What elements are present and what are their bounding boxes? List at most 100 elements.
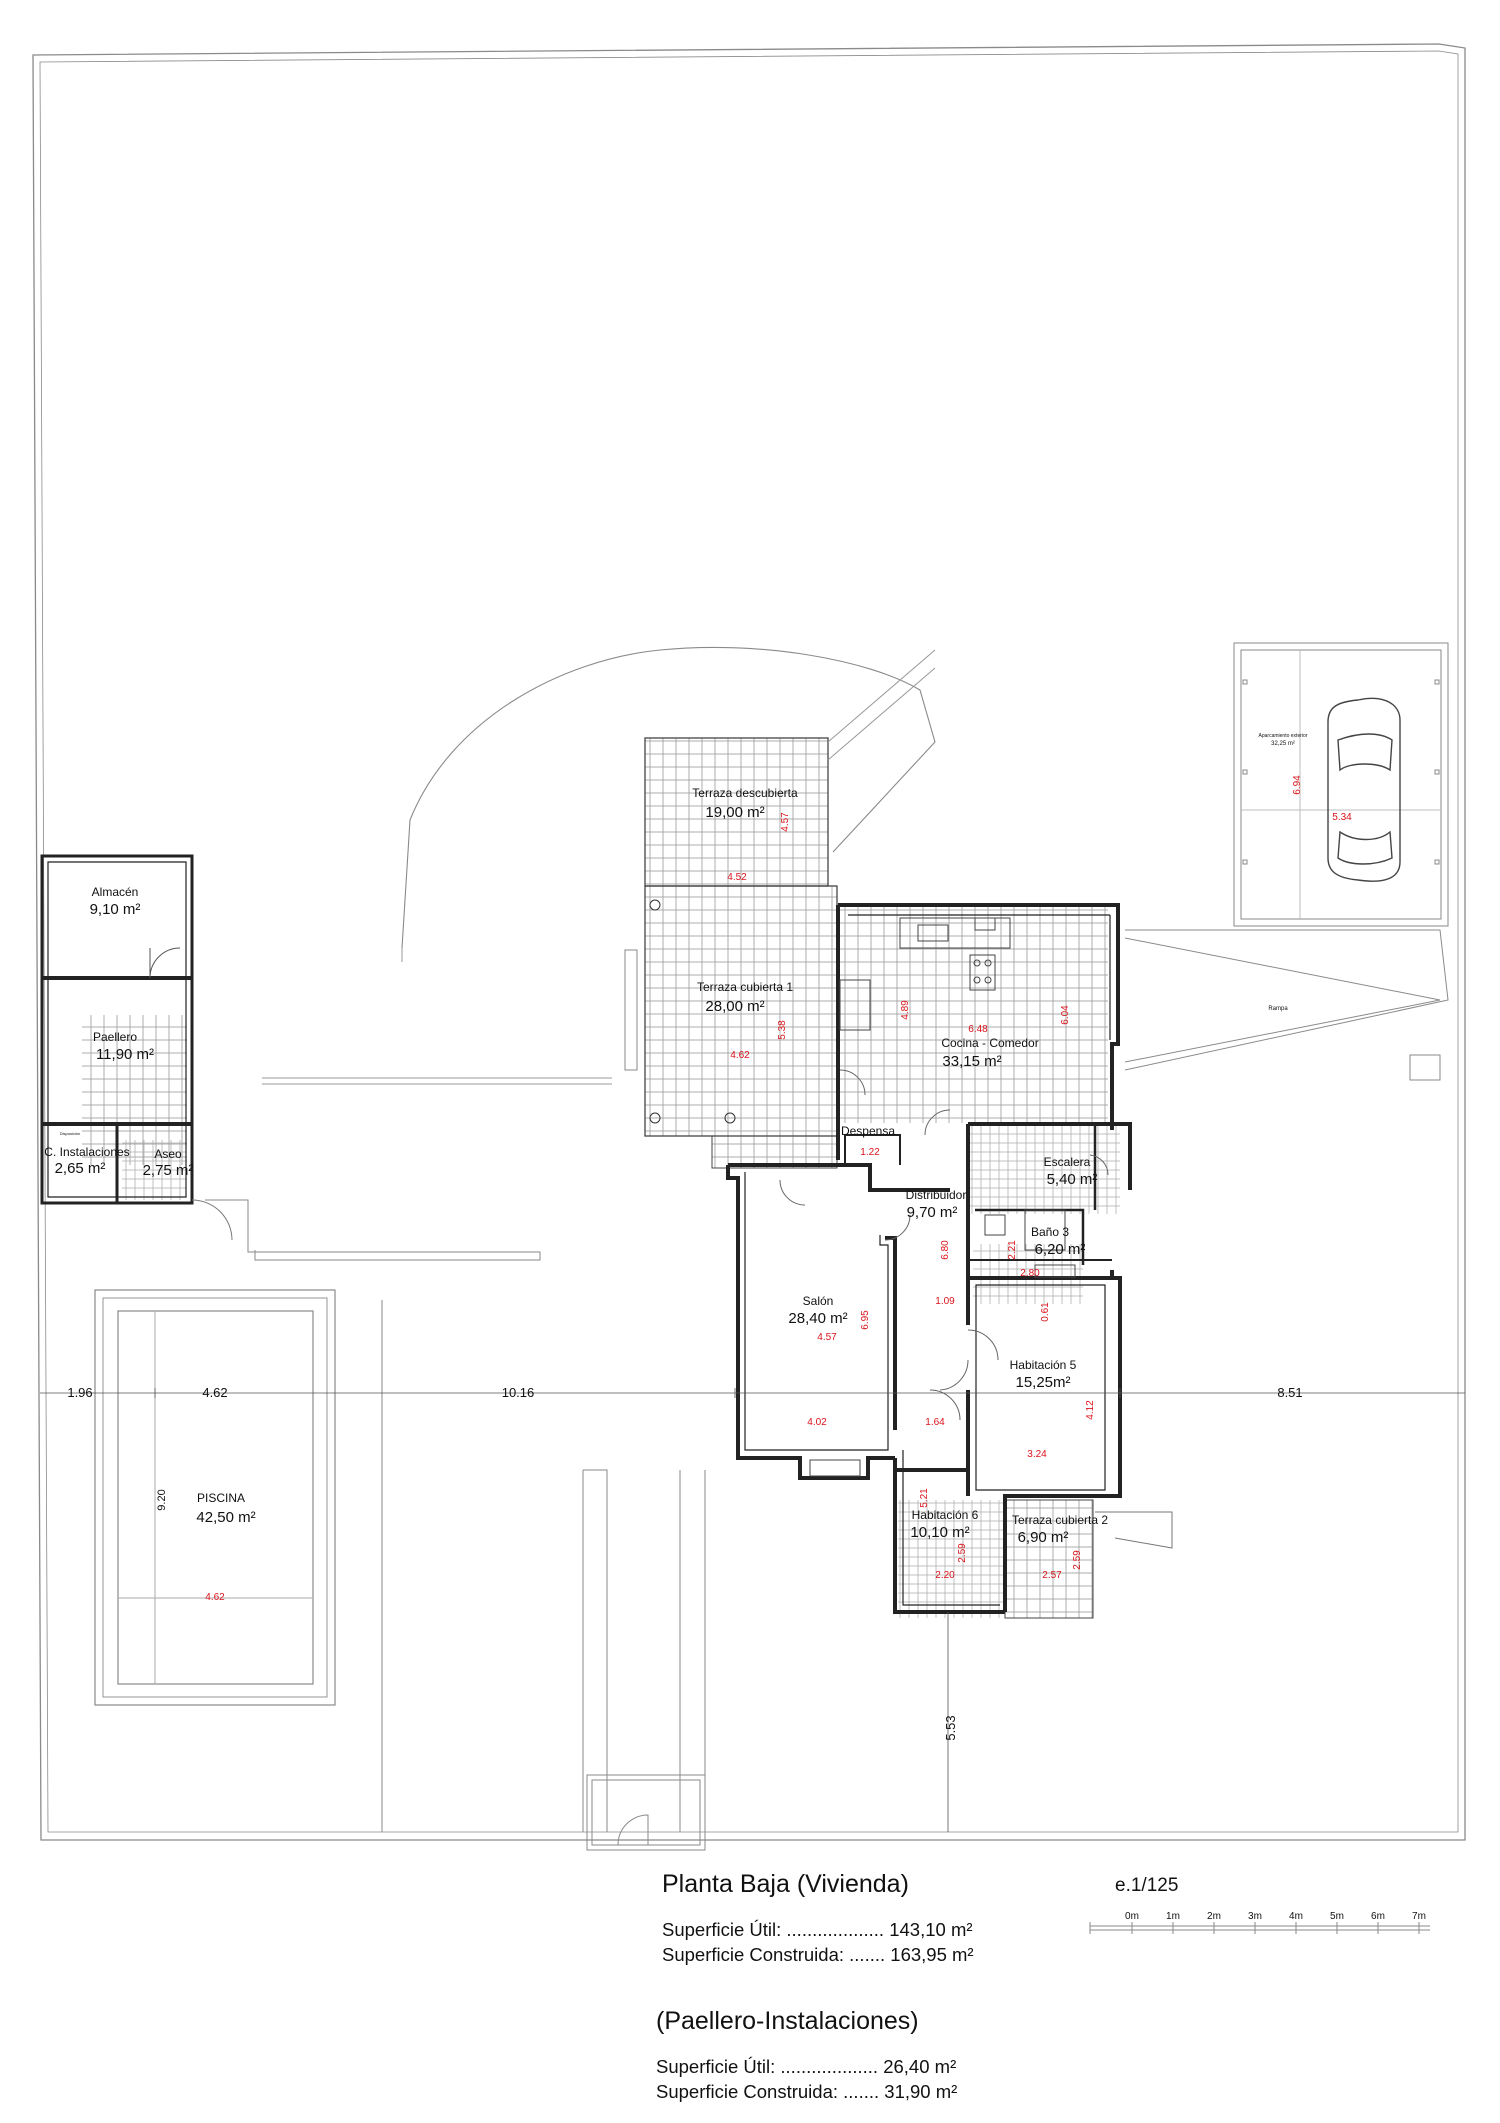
terraces [624, 649, 1173, 1619]
dimension-value: 1.09 [935, 1296, 955, 1307]
scale-tick-label: 0m [1125, 1911, 1139, 1922]
scale-tick-label: 7m [1412, 1911, 1426, 1922]
room-area-habitacion-6: 10,10 m² [910, 1524, 969, 1541]
overall-dimension-line [40, 1388, 1465, 1832]
dimension-value: 4.62 [730, 1050, 750, 1061]
room-labels: Almacén 9,10 m² Paellero 11,90 m² C. Ins… [44, 733, 1307, 1546]
room-area-piscina: 42,50 m² [196, 1509, 255, 1526]
dimension-value: 4.57 [817, 1332, 837, 1343]
car-icon [1327, 697, 1401, 882]
room-area-terraza-cubierta-1: 28,00 m² [705, 998, 764, 1015]
room-area-aparcamiento: 32,25 m² [1271, 741, 1295, 747]
surface-legend: Planta Baja (Vivienda) Superficie Útil: … [656, 1870, 1362, 2104]
dimension-value: 4.57 [780, 812, 791, 832]
dimension-value: 2.57 [1042, 1570, 1062, 1581]
dimension-value: 4.62 [202, 1385, 227, 1400]
dimension-value: 5.34 [1332, 812, 1352, 823]
legend-row: Superficie Construida: ....... 163,95 m² [662, 1942, 1362, 1967]
room-area-habitacion-5: 15,25m² [1015, 1374, 1070, 1391]
room-name-bano-3: Baño 3 [1031, 1225, 1069, 1239]
room-area-almacen: 9,10 m² [90, 901, 141, 918]
room-area-paellero: 11,90 m² [96, 1046, 154, 1063]
main-house [726, 903, 1132, 1614]
dimension-value: 1.22 [860, 1147, 880, 1158]
dimension-value: 6.04 [1060, 1005, 1071, 1025]
entrance-path [582, 1469, 706, 1851]
dimension-value: 5.38 [777, 1020, 788, 1040]
room-name-aparcamiento: Aparcamiento exterior [1259, 733, 1308, 739]
legend-row-label: Superficie Útil: ................... [662, 1919, 885, 1940]
scale-bar: 0m 1m 2m 3m 4m 5m 6m 7m [1089, 1911, 1430, 1934]
dimension-value: 1.64 [925, 1417, 945, 1428]
scale-tick-label: 2m [1207, 1911, 1221, 1922]
legend-row-value: 143,10 m² [889, 1919, 973, 1940]
dimension-value: 2.80 [1020, 1268, 1040, 1279]
scale-tick-label: 5m [1330, 1911, 1344, 1922]
room-area-bano-3: 6,20 m² [1035, 1241, 1086, 1258]
legend-row-value: 31,90 m² [884, 2081, 958, 2102]
legend-row: Superficie Construida: ....... 31,90 m² [656, 2079, 1362, 2104]
legend-row-label: Superficie Construida: ....... [662, 1944, 886, 1965]
dimension-value: 3.24 [1027, 1449, 1047, 1460]
dimension-value: 4.52 [727, 872, 747, 883]
room-area-c-instalaciones: 2,65 m² [55, 1160, 106, 1177]
dimension-value: 4.02 [807, 1417, 827, 1428]
scale-tick-label: 4m [1289, 1911, 1303, 1922]
dimension-value: 6.94 [1292, 775, 1303, 795]
room-name-terraza-cubierta-1: Terraza cubierta 1 [697, 980, 793, 994]
legend-row-value: 163,95 m² [890, 1944, 974, 1965]
room-name-rampa: Rampa [1268, 1006, 1288, 1012]
room-name-salon: Salón [803, 1294, 834, 1308]
dimension-value: 2.59 [957, 1543, 968, 1563]
room-name-piscina: PISCINA [197, 1491, 245, 1505]
garden-line [262, 948, 612, 1085]
dimension-value: 6.48 [968, 1024, 988, 1035]
room-area-terraza-cubierta-2: 6,90 m² [1018, 1529, 1069, 1546]
parking-area [1233, 642, 1449, 927]
room-area-terraza-descubierta: 19,00 m² [705, 804, 764, 821]
legend-row: Superficie Útil: ................... 143… [662, 1917, 1362, 1942]
room-name-habitacion-5: Habitación 5 [1010, 1358, 1077, 1372]
garden-curve [401, 646, 936, 949]
room-label-disposicion: Disposición [60, 1131, 80, 1136]
room-name-terraza-descubierta: Terraza descubierta [692, 786, 798, 800]
legend-subtitle: (Paellero-Instalaciones) [656, 2007, 919, 2035]
scale-title: e.1/125 [1115, 1875, 1179, 1896]
room-name-cocina-comedor: Cocina - Comedor [941, 1036, 1038, 1050]
dimension-value: 8.51 [1277, 1385, 1302, 1400]
legend-row: Superficie Útil: ................... 26,… [656, 2054, 1362, 2079]
dimension-value: 4.62 [205, 1592, 225, 1603]
dimension-value: 6.95 [860, 1310, 871, 1330]
room-name-habitacion-6: Habitación 6 [912, 1508, 979, 1522]
dimension-value: 5.53 [943, 1715, 958, 1740]
room-name-terraza-cubierta-2: Terraza cubierta 2 [1012, 1513, 1108, 1527]
scale-tick-label: 6m [1371, 1911, 1385, 1922]
dimension-value: 2.21 [1007, 1240, 1018, 1260]
room-area-cocina-comedor: 33,15 m² [942, 1053, 1001, 1070]
room-name-almacen: Almacén [92, 885, 139, 899]
legend-title: Planta Baja (Vivienda) [662, 1870, 909, 1898]
dimension-value: 2.59 [1072, 1550, 1083, 1570]
dimension-value: 5.21 [919, 1488, 930, 1508]
room-name-escalera: Escalera [1044, 1155, 1091, 1169]
dimension-value: 10.16 [502, 1385, 535, 1400]
scale-tick-label: 1m [1166, 1911, 1180, 1922]
annex-building [40, 854, 541, 1261]
room-area-salon: 28,40 m² [788, 1310, 847, 1327]
legend-row-label: Superficie Construida: ....... [656, 2081, 880, 2102]
red-dimensions: 4.57 4.52 4.62 5.38 4.89 6.48 6.04 1.22 … [205, 775, 1352, 1603]
dimension-value: 0.61 [1040, 1302, 1051, 1322]
room-name-aseo: Aseo [154, 1147, 182, 1161]
room-area-escalera: 5,40 m² [1047, 1171, 1098, 1188]
plot-boundary [32, 43, 1466, 1841]
legend-row-value: 26,40 m² [883, 2056, 957, 2077]
black-dimensions: 1.96 4.62 10.16 8.51 9.20 5.53 [67, 1385, 1302, 1741]
legend-row-label: Superficie Útil: ................... [656, 2056, 879, 2077]
dimension-value: 6.80 [940, 1240, 951, 1260]
dimension-value: 9.20 [156, 1489, 168, 1510]
dimension-value: 4.89 [900, 1000, 911, 1020]
room-name-paellero: Paellero [93, 1030, 137, 1044]
dimension-value: 1.96 [67, 1385, 92, 1400]
ramp [1124, 929, 1449, 1081]
